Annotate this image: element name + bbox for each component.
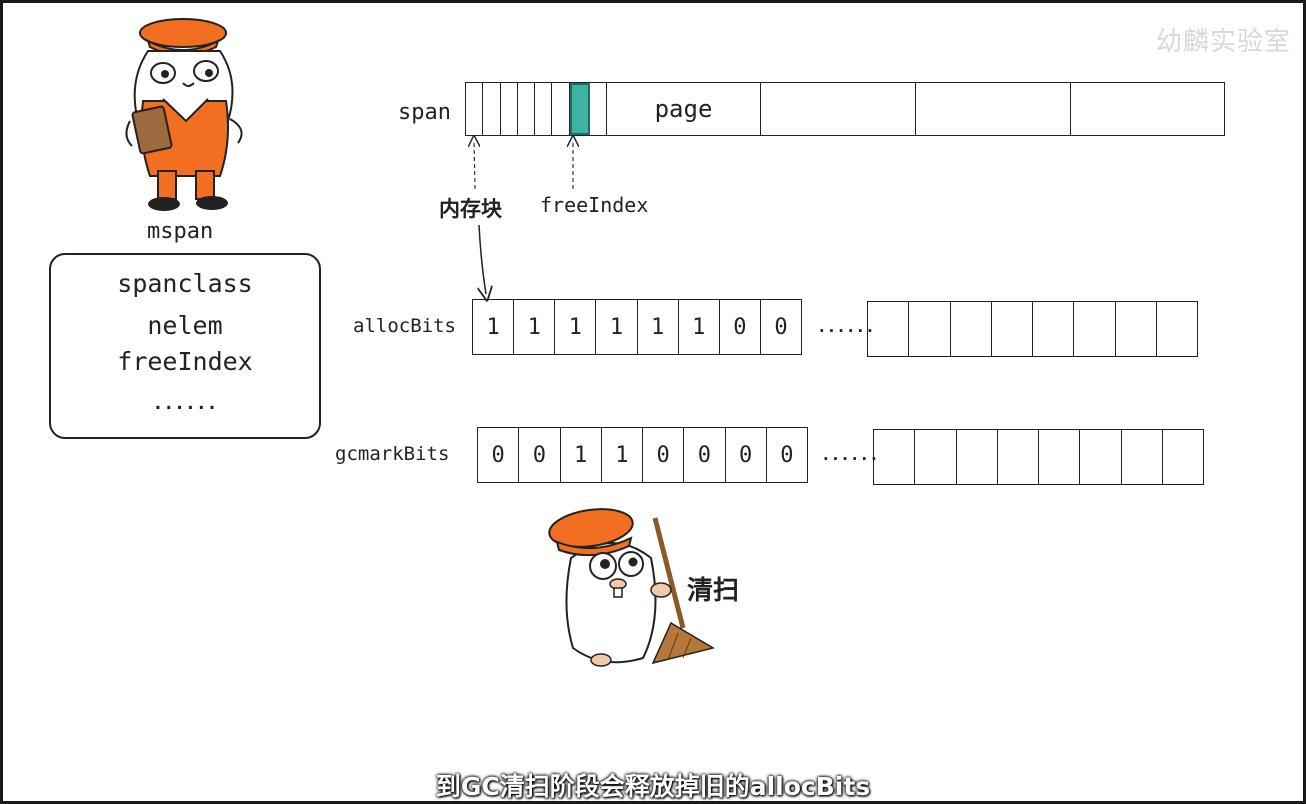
gcmark-bit-empty-cell — [1039, 430, 1081, 484]
page-cell: page — [607, 83, 761, 135]
sweeper-gopher-illustration — [548, 508, 715, 667]
free-index-label: freeIndex — [540, 193, 649, 217]
annotation-arrows — [3, 3, 1303, 801]
alloc-bits-ellipsis: ...... — [817, 317, 875, 336]
alloc-bit-empty-cell — [868, 302, 910, 356]
gcmark-bit-empty-cell — [874, 430, 916, 484]
gcmark-bit-empty-cell — [1080, 430, 1122, 484]
gcmark-bit-cell: 0 — [519, 428, 561, 482]
memory-block-pointer-arrow — [474, 141, 475, 190]
alloc-bit-cell: 1 — [514, 300, 556, 354]
gcmark-bit-cell: 0 — [643, 428, 685, 482]
alloc-bit-cell: 0 — [720, 300, 761, 354]
gcmark-bit-cell: 0 — [726, 428, 767, 482]
alloc-bit-empty-cell — [1116, 302, 1157, 356]
sweep-label: 清扫 — [687, 576, 740, 606]
gcmark-bit-empty-cell — [1163, 430, 1203, 484]
memory-block-label: 内存块 — [439, 197, 502, 221]
alloc-bit-empty-cell — [909, 302, 951, 356]
alloc-bit-empty-cell — [1074, 302, 1116, 356]
memory-block-cell — [501, 83, 518, 135]
span-label: span — [398, 100, 451, 125]
gcmark-bit-empty-cell — [957, 430, 998, 484]
gcmark-bit-cell: 0 — [478, 428, 520, 482]
field-nelem: nelem — [147, 311, 223, 340]
page-label: page — [654, 95, 713, 123]
mspan-mascot-illustration — [125, 18, 243, 211]
alloc-bit-cell: 1 — [473, 300, 515, 354]
field-freeindex: freeIndex — [117, 347, 253, 376]
page-cell — [761, 83, 916, 135]
alloc-bit-cell: 1 — [555, 300, 597, 354]
gcmark-bit-cell: 1 — [561, 428, 602, 482]
alloc-bit-cell: 1 — [596, 300, 638, 354]
gcmark-bit-empty-cell — [1122, 430, 1163, 484]
mspan-title: mspan — [147, 219, 214, 244]
memory-block-cell — [483, 83, 501, 135]
memory-block-cell — [552, 83, 570, 135]
alloc-bit-empty-cell — [1157, 302, 1197, 356]
field-ellipsis: ...... — [152, 393, 218, 414]
mspan-fields-card: spanclass nelem freeIndex ...... — [49, 253, 321, 439]
gcmark-bit-empty-cell — [915, 430, 957, 484]
span-first-page — [466, 83, 607, 135]
span-row: page — [465, 82, 1225, 136]
alloc-bit-cell: 0 — [774, 314, 788, 340]
alloc-bit-cell: 1 — [638, 300, 679, 354]
alloc-bits-row: 1 1 1 1 1 1 0 0 — [472, 299, 802, 355]
page-cell — [916, 83, 1071, 135]
alloc-bit-cell: 1 — [679, 300, 720, 354]
gcmark-bits-trailing-row — [873, 429, 1204, 485]
watermark: 幼麟实验室 — [1155, 27, 1291, 57]
gcmark-bit-cell: 0 — [684, 428, 726, 482]
alloc-bit-empty-cell — [992, 302, 1033, 356]
memory-block-cell — [518, 83, 535, 135]
memory-block-cell-highlighted — [569, 83, 590, 135]
alloc-bit-empty-cell — [1033, 302, 1075, 356]
gcmark-bit-cell: 1 — [602, 428, 643, 482]
memory-block-cell — [535, 83, 553, 135]
alloc-bits-pointer-arrow — [479, 224, 486, 294]
alloc-bits-trailing-row — [867, 301, 1198, 357]
alloc-bit-empty-cell — [951, 302, 992, 356]
gcmark-bits-label: gcmarkBits — [335, 443, 450, 465]
alloc-bits-label: allocBits — [353, 315, 456, 337]
video-subtitle: 到GC清扫阶段会释放掉旧的allocBits — [435, 772, 871, 801]
memory-block-cell — [466, 83, 484, 135]
gcmark-bit-cell: 0 — [780, 442, 794, 468]
gcmark-bit-empty-cell — [998, 430, 1039, 484]
gcmark-bits-ellipsis: ...... — [821, 445, 879, 464]
field-spanclass: spanclass — [117, 269, 253, 298]
slide-canvas: 幼麟实验室 mspan spanclass nelem freeIndex ..… — [3, 3, 1303, 801]
gcmark-bits-row: 0 0 1 1 0 0 0 0 — [477, 427, 808, 483]
